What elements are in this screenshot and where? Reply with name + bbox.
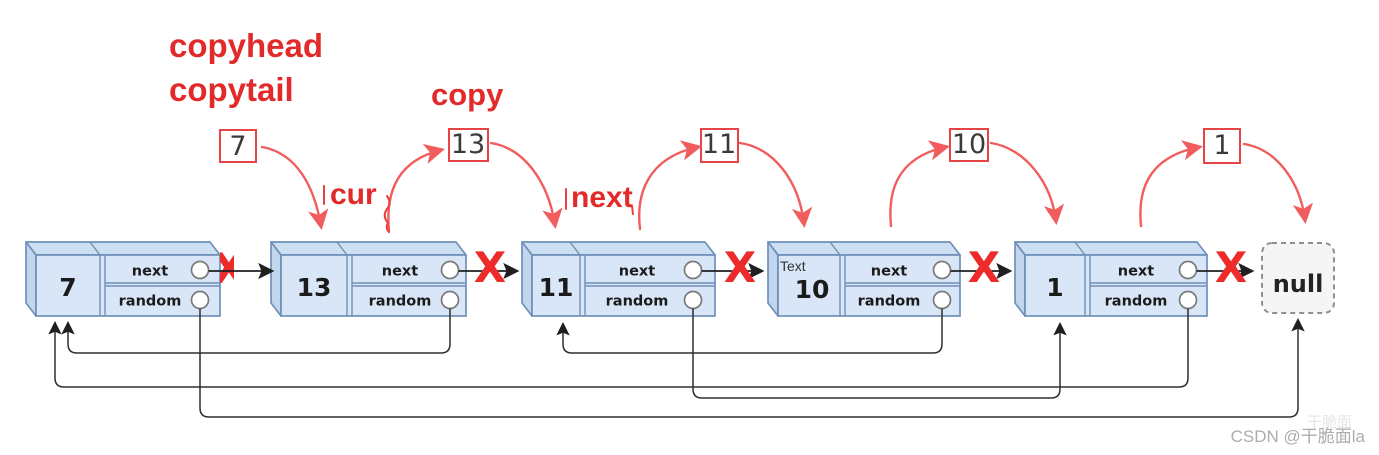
node-7-next-label: next bbox=[132, 264, 169, 280]
node-13-left-face bbox=[270, 241, 282, 317]
node-10-top-face bbox=[767, 241, 961, 256]
random-arrow-1-to-7 bbox=[48, 308, 1189, 388]
watermark-faint: 干脆面 bbox=[1307, 413, 1352, 431]
crossout-x-1-null: X bbox=[1215, 243, 1247, 292]
node-7-divider-slant bbox=[89, 241, 101, 256]
node-13-value: 13 bbox=[297, 273, 332, 302]
node-13-next-port bbox=[440, 260, 460, 280]
node-7-top-face bbox=[25, 241, 221, 256]
node-11-next-label: next bbox=[619, 264, 656, 280]
copy-box-7 bbox=[219, 129, 257, 163]
node-10-value: 10 bbox=[795, 275, 830, 304]
crossout-x-7-13-clipped: X bbox=[213, 244, 245, 293]
node-10-left-face bbox=[767, 241, 779, 317]
null-node-box bbox=[1261, 242, 1335, 314]
copy-box-13-value: 13 bbox=[451, 129, 485, 160]
node-10: Text 10 next random bbox=[767, 241, 961, 317]
node-10-divider-slant bbox=[829, 241, 841, 256]
copy-box-7-value: 7 bbox=[229, 131, 246, 162]
annotation-copytail: copytail bbox=[169, 71, 294, 108]
red-arrow-node10-to-box10 bbox=[889, 140, 950, 228]
node-10-next-label: next bbox=[871, 264, 908, 280]
node-13-next-label: next bbox=[382, 264, 419, 280]
node-1-next-port bbox=[1178, 260, 1198, 280]
node-7-random-port bbox=[190, 290, 210, 310]
null-node: null bbox=[1261, 242, 1335, 314]
node-11-next-port bbox=[683, 260, 703, 280]
node-13-random-port bbox=[440, 290, 460, 310]
copy-box-1 bbox=[1203, 128, 1241, 164]
node-1-next-label: next bbox=[1118, 264, 1155, 280]
null-node-label: null bbox=[1273, 270, 1324, 298]
node-11-top-face bbox=[521, 241, 716, 256]
node-10-random-label: random bbox=[858, 294, 921, 310]
node-7: 7 next random bbox=[25, 241, 221, 317]
annotation-cur: cur bbox=[330, 178, 377, 211]
red-arrow-box7-to-node13 bbox=[260, 145, 329, 231]
node-10-text-tag: Text bbox=[780, 258, 806, 274]
node-1-left-face bbox=[1014, 241, 1026, 317]
node-13: 13 next random bbox=[270, 241, 467, 317]
node-11-random-port bbox=[683, 290, 703, 310]
node-11-left-face bbox=[521, 241, 533, 317]
red-tick-after-next bbox=[631, 205, 634, 215]
red-arrow-node11-to-box11 bbox=[638, 140, 702, 231]
random-arrow-7-to-null bbox=[199, 308, 1305, 418]
node-1: 1 next random bbox=[1014, 241, 1208, 317]
node-1-value: 1 bbox=[1046, 273, 1063, 302]
node-1-random-label: random bbox=[1105, 294, 1168, 310]
crossout-x-11-10: X bbox=[724, 243, 756, 292]
node-10-random-port bbox=[932, 290, 952, 310]
node-7-value: 7 bbox=[59, 273, 76, 302]
watermark: CSDN @干脆面la bbox=[1231, 427, 1366, 446]
node-1-top-face bbox=[1014, 241, 1208, 256]
red-arrow-box13-to-node11 bbox=[489, 141, 563, 230]
node-10-next-port bbox=[932, 260, 952, 280]
red-arrow-box11-to-node10 bbox=[738, 141, 813, 229]
red-arrow-node13-to-box13 bbox=[387, 143, 445, 233]
crossout-x-13-11: X bbox=[474, 243, 506, 292]
node-13-random-label: random bbox=[369, 294, 432, 310]
copy-box-13 bbox=[448, 128, 489, 162]
random-arrow-13-to-7 bbox=[61, 308, 451, 354]
node-11: 11 next random bbox=[521, 241, 716, 317]
node-7-next-port bbox=[190, 260, 210, 280]
random-arrow-10-to-11 bbox=[556, 308, 943, 354]
copy-box-10-value: 10 bbox=[952, 129, 986, 160]
node-7-left-face bbox=[25, 241, 37, 317]
red-arrow-box1-to-null bbox=[1242, 142, 1314, 225]
node-11-divider-slant bbox=[569, 241, 581, 256]
red-squiggle-near-box13-arrow bbox=[383, 195, 391, 233]
node-1-divider-slant bbox=[1074, 241, 1086, 256]
red-arrow-box10-to-node1 bbox=[989, 141, 1065, 226]
random-arrow-11-to-1 bbox=[692, 308, 1067, 399]
copy-box-1-value: 1 bbox=[1213, 130, 1230, 161]
annotation-copyhead: copyhead bbox=[169, 27, 323, 64]
copy-box-11 bbox=[700, 128, 739, 163]
annotation-copy: copy bbox=[431, 77, 504, 112]
copy-pointer-boxes: 7 13 11 10 1 bbox=[219, 128, 1241, 164]
copy-box-10 bbox=[949, 128, 989, 162]
red-arrow-node1-to-box1 bbox=[1139, 140, 1204, 228]
node-11-value: 11 bbox=[539, 273, 574, 302]
copy-box-11-value: 11 bbox=[702, 129, 736, 160]
annotation-next: next bbox=[571, 181, 633, 214]
node-7-random-label: random bbox=[119, 294, 182, 310]
node-11-random-label: random bbox=[606, 294, 669, 310]
node-1-random-port bbox=[1178, 290, 1198, 310]
node-13-top-face bbox=[270, 241, 467, 256]
node-13-divider-slant bbox=[336, 241, 348, 256]
crossout-x-10-1: X bbox=[968, 243, 1000, 292]
